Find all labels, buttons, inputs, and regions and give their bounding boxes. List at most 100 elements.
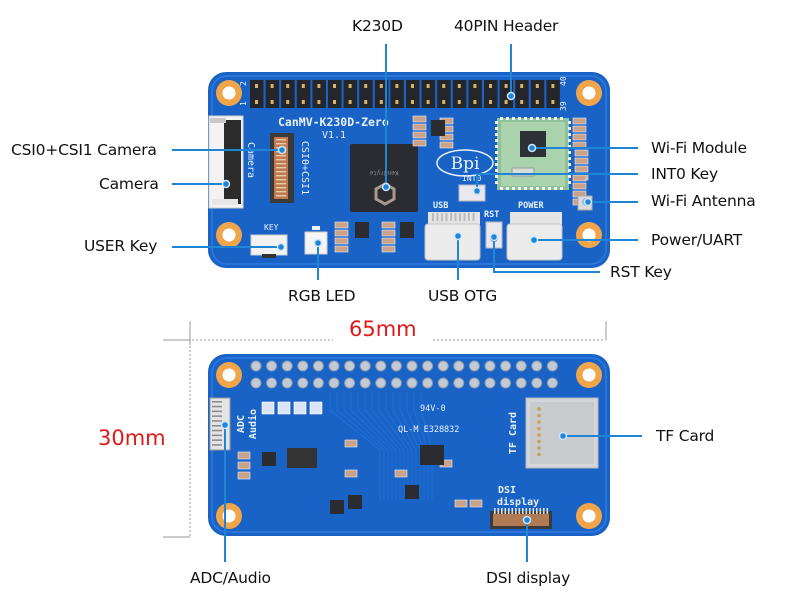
smd-resistor [439,133,454,141]
solder-joint [468,360,480,372]
solder-joint [281,377,293,389]
smd-resistor [334,229,349,237]
header-pin [468,80,482,108]
header-pin-tip [426,100,430,104]
header-pin [250,80,264,108]
connector-pin [501,508,503,514]
module-pad [495,175,498,178]
smd-resistor [344,469,358,478]
header-pin-tip [457,100,461,104]
header-pin-tip [551,100,555,104]
smd-resistor [237,471,251,480]
connector-pin [536,508,538,514]
label-camera: Camera [99,175,159,193]
label-wifi-module: Wi-Fi Module [651,139,747,157]
header-pin [515,80,529,108]
solder-joint [406,360,418,372]
header-pin-tip [426,84,430,88]
module-pad [506,117,509,120]
connector-pin [515,508,517,514]
connector-pin [212,415,222,417]
solder-joint [312,360,324,372]
board-version-silkscreen: V1.1 [322,130,346,141]
pcb-trace [406,392,425,500]
label-40pin-header: 40PIN Header [454,17,559,35]
pcb-trace [343,392,389,500]
solder-joint [390,360,402,372]
header-pin-tip [489,100,492,104]
solder-joint [266,360,278,372]
solder-joint [437,377,449,389]
smd-transistor [405,485,419,499]
smd-transistor [355,222,369,238]
module-pad [568,139,571,142]
header-pin-tip [489,84,492,88]
label-dsi-display: DSI display [486,569,571,587]
module-pad [512,187,515,190]
smd-resistor [334,221,349,229]
module-pad [500,117,503,120]
module-pad [524,117,527,120]
module-pad [568,175,571,178]
smd-resistor [572,182,587,190]
module-pad [568,121,571,124]
mounting-hole [576,222,602,248]
smd-resistor [469,499,483,508]
header-pin [359,80,373,108]
header-pin-tip [473,100,477,104]
usb-otg-port [424,212,557,261]
header-pin [437,80,451,108]
bpi-logo-text: Bpi [451,154,480,174]
solder-joint [250,360,262,372]
header-pin [421,80,436,108]
smd-resistor [574,157,589,165]
module-pad [536,117,539,120]
smd-resistor [381,221,396,229]
solder-joint [375,360,387,372]
pcb-trace [350,392,393,500]
header-pin-tip [317,100,321,104]
solder-joint [266,377,278,389]
module-pad [542,187,545,190]
header-pin-tip [317,84,321,88]
module-pad [536,187,539,190]
connector-pin [511,508,514,514]
solder-joint [344,360,356,372]
solder-joint [359,360,371,372]
tf-contact [537,439,541,444]
callout-lines [172,44,642,562]
solder-joint [375,377,387,389]
header-pin [312,80,326,108]
label-user-key: USER Key [84,237,158,255]
connector-pin [212,425,222,427]
label-usb-otg: USB OTG [428,287,498,305]
smd-resistor [334,245,349,253]
smd-resistor [381,237,396,245]
solder-joint [422,360,434,372]
module-pad [568,127,571,130]
pcb-trace [420,392,433,500]
label-wifi-antenna: Wi-Fi Antenna [651,192,756,210]
connector-pin [276,143,286,145]
smd-resistor [412,139,427,147]
module-pad [518,187,521,190]
connector-pin [276,139,286,141]
mounting-hole [216,222,242,248]
header-pin [328,80,342,108]
smd-resistor [439,141,454,149]
module-pad [495,133,498,136]
module-pad [495,145,498,148]
header-pin-tip [348,84,352,88]
solder-joint [281,360,293,372]
csi-connector [270,133,294,203]
connector-pin [276,187,286,189]
connector-pin [504,508,507,514]
solder-joint [422,377,434,389]
smd-resistor [572,117,587,125]
cert-code: QL-M E328832 [398,425,459,435]
smd-resistor [381,229,396,237]
solder-joint [531,377,543,389]
int0-silkscreen: INT0 [462,174,481,183]
audio-ic [287,448,317,468]
pin-header-40 [250,80,560,108]
